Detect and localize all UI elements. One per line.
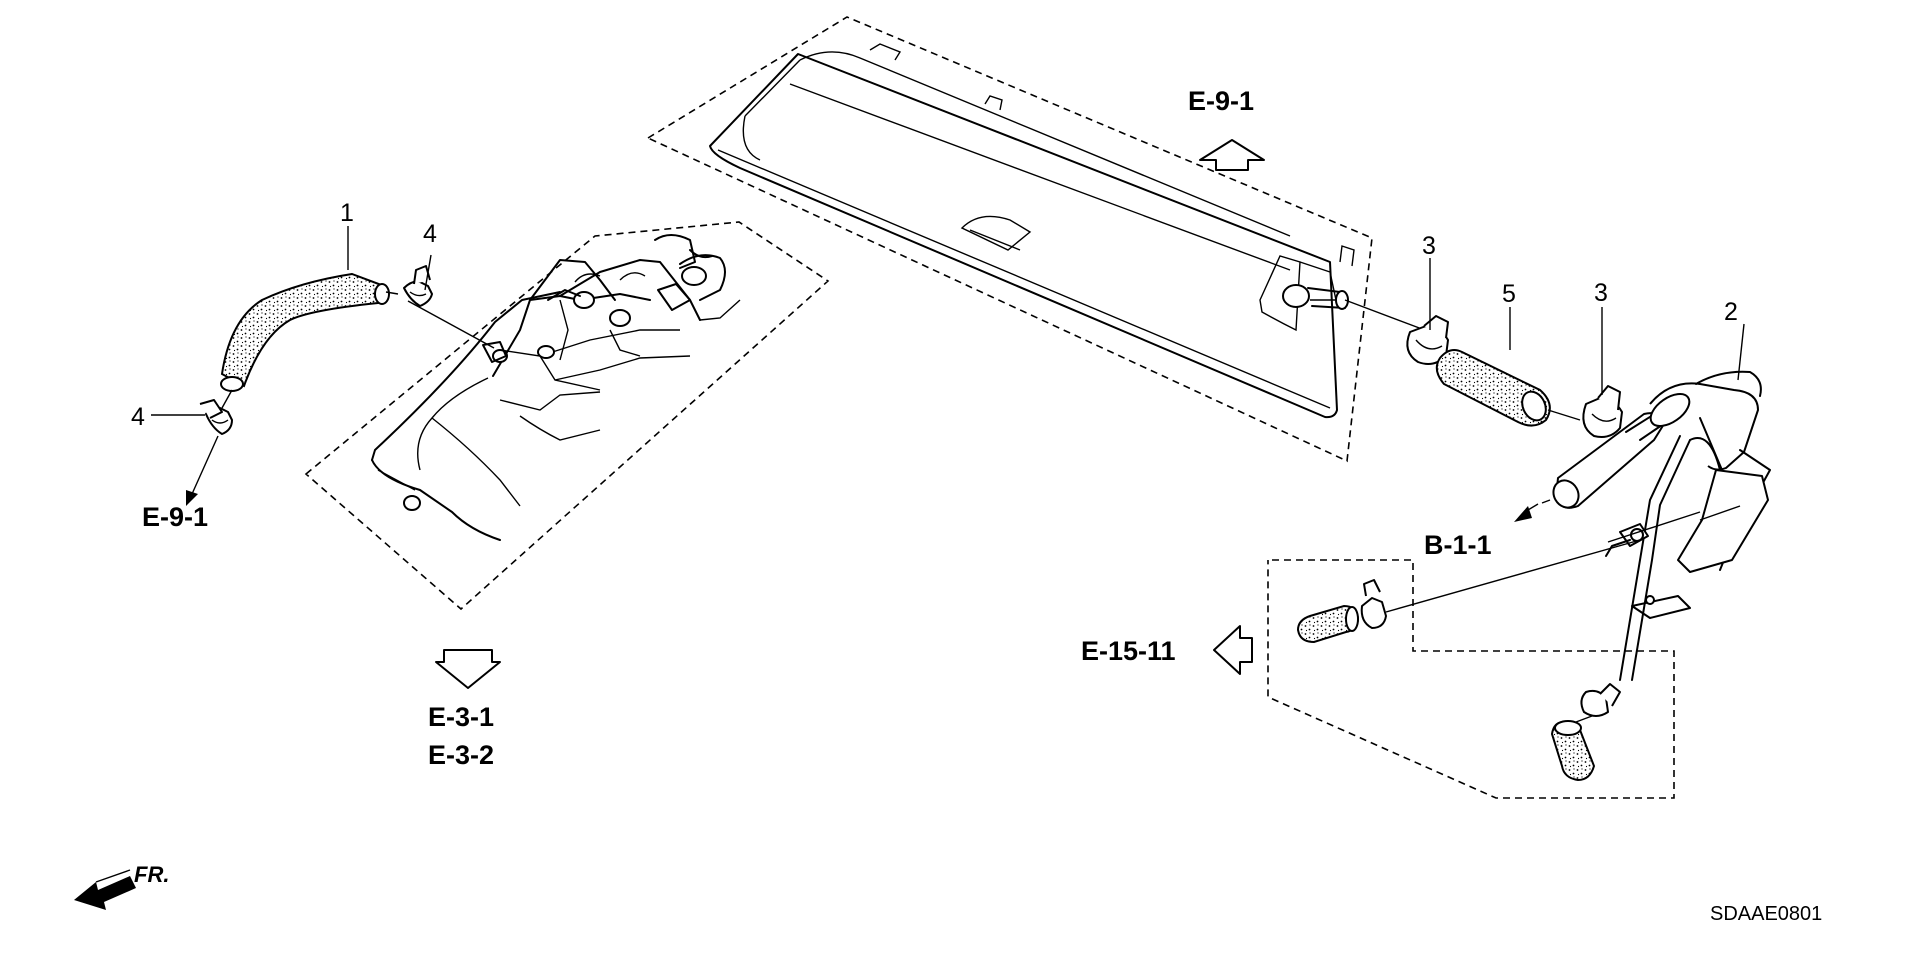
arrow-left-icon xyxy=(1213,625,1253,675)
breather-hose-part-1 xyxy=(220,272,390,392)
evap-hose-group xyxy=(1267,539,1675,799)
callout-part-2: 2 xyxy=(1724,298,1738,326)
arrow-down-icon xyxy=(435,649,501,689)
callout-part-3-right: 3 xyxy=(1594,279,1608,307)
head-cover-assembly xyxy=(646,16,1431,463)
intake-manifold-assembly xyxy=(304,221,830,611)
front-direction-arrow-icon xyxy=(74,869,136,910)
callout-part-4-lower: 4 xyxy=(131,403,145,431)
hose-clamp-part-4-lower xyxy=(199,399,233,435)
hose-clamp-part-3-right xyxy=(1582,385,1623,438)
arrow-up-icon xyxy=(1199,139,1265,171)
callout-part-5: 5 xyxy=(1502,280,1516,308)
ref-label-e-15-11[interactable]: E-15-11 xyxy=(1081,636,1176,666)
front-label: FR. xyxy=(134,862,169,887)
ref-label-b-1-1[interactable]: B-1-1 xyxy=(1424,530,1492,560)
ref-label-top[interactable]: E-9-1 xyxy=(1188,86,1254,116)
ref-label-bottom-2[interactable]: E-3-2 xyxy=(428,740,494,770)
ref-label-bottom-1[interactable]: E-3-1 xyxy=(428,702,494,732)
pcv-pipe-part-2 xyxy=(1552,370,1771,681)
diagram-code: SDAAE0801 xyxy=(1710,903,1822,925)
callout-part-1: 1 xyxy=(340,199,354,227)
callout-part-4-upper: 4 xyxy=(423,220,437,248)
callout-part-3-left: 3 xyxy=(1422,232,1436,260)
ref-label-left[interactable]: E-9-1 xyxy=(142,502,208,532)
pcv-hose-part-5 xyxy=(1435,349,1551,427)
